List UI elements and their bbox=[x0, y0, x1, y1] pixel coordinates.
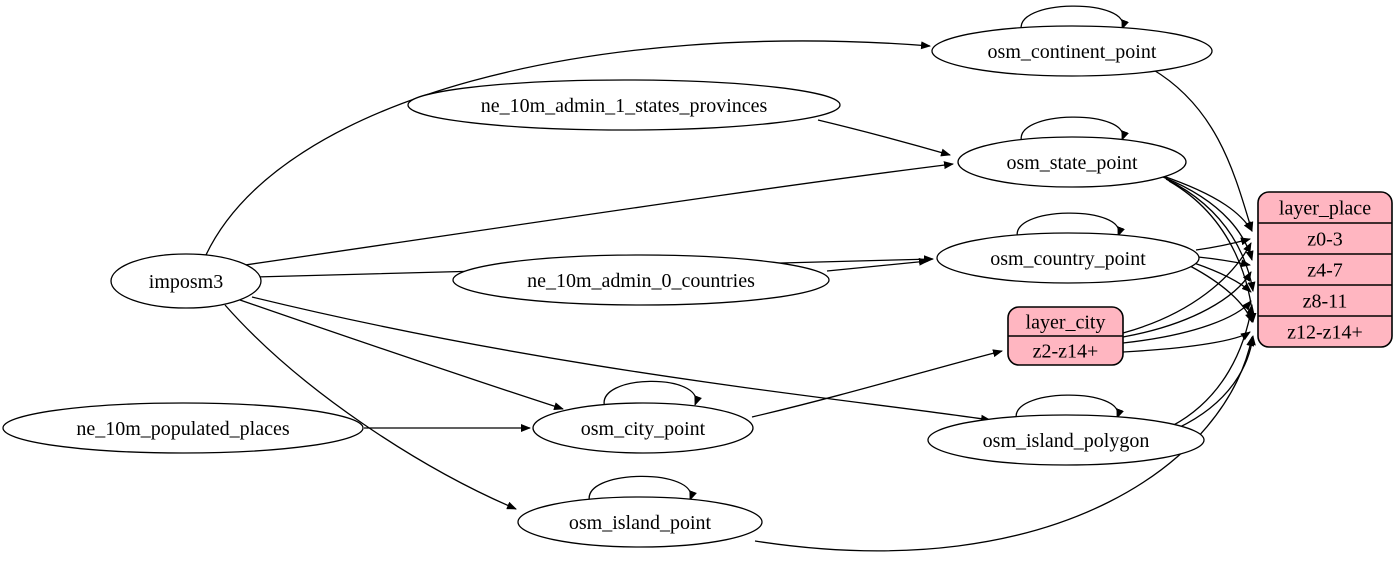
edge-osm_country_point-to-osm_country_point bbox=[1016, 212, 1125, 240]
node-imposm3-shape bbox=[110, 253, 262, 309]
edge-osm_continent_point-to-osm_continent_point bbox=[1020, 5, 1129, 33]
node-osm_island_polygon: osm_island_polygon bbox=[927, 414, 1205, 466]
record-layer_place-shape bbox=[1257, 191, 1393, 348]
record-layer_place: layer_place z0-3 z4-7 z8-11 z12-z14+ bbox=[1257, 191, 1393, 348]
node-osm_island_point-shape bbox=[517, 496, 763, 548]
record-row-z8-11-label: z8-11 bbox=[1303, 290, 1348, 312]
edge-osm_country_point-to-layer_place:z8-11 bbox=[1193, 262, 1252, 293]
node-osm_state_point-label: osm_state_point bbox=[1006, 152, 1138, 174]
node-imposm3: imposm3 bbox=[110, 253, 262, 309]
edge-layer_city-to-layer_place:z12-z14+ bbox=[1122, 331, 1251, 353]
nodes-layer: imposm3 ne_10m_admin_1_states_provincesne… bbox=[2, 25, 1393, 548]
node-osm_island_point: osm_island_point bbox=[517, 496, 763, 548]
edge-osm_island_point-to-osm_island_point bbox=[588, 475, 697, 504]
record-row-layer_place_header-label: layer_place bbox=[1279, 197, 1371, 219]
edge-imposm3-to-osm_island_point bbox=[224, 304, 517, 510]
node-osm_state_point-shape bbox=[957, 136, 1187, 188]
node-ne_10m_admin_1_states_provinces-label: ne_10m_admin_1_states_provinces bbox=[481, 95, 768, 117]
node-osm_island_point-label: osm_island_point bbox=[569, 512, 712, 534]
node-ne_10m_populated_places: ne_10m_populated_places bbox=[2, 402, 364, 454]
node-osm_island_polygon-label: osm_island_polygon bbox=[983, 430, 1150, 452]
node-osm_continent_point-label: osm_continent_point bbox=[988, 41, 1157, 63]
edge-osm_state_point-to-layer_place:z4-7 bbox=[1162, 176, 1254, 261]
edge-osm_island_point-to-layer_place:z12-z14+ bbox=[754, 336, 1255, 552]
node-osm_continent_point-shape bbox=[931, 25, 1213, 77]
edge-imposm3-to-osm_island_polygon bbox=[251, 296, 991, 423]
record-row-z12-z14+-label: z12-z14+ bbox=[1287, 321, 1363, 343]
node-osm_country_point-label: osm_country_point bbox=[990, 248, 1146, 270]
edge-osm_island_polygon-to-osm_island_polygon bbox=[1015, 394, 1124, 422]
node-osm_continent_point: osm_continent_point bbox=[931, 25, 1213, 77]
edge-osm_state_point-to-osm_state_point bbox=[1020, 116, 1129, 144]
node-ne_10m_admin_0_countries-shape bbox=[452, 254, 830, 306]
node-osm_state_point: osm_state_point bbox=[957, 136, 1187, 188]
edge-osm_state_point-to-layer_place:z8-11 bbox=[1165, 178, 1256, 292]
node-ne_10m_populated_places-label: ne_10m_populated_places bbox=[76, 418, 289, 440]
node-ne_10m_admin_1_states_provinces-shape bbox=[407, 79, 841, 131]
record-row-layer_city_header-label: layer_city bbox=[1026, 311, 1106, 333]
edge-osm_continent_point-to-layer_place:z0-3 bbox=[1151, 68, 1254, 232]
node-imposm3-label: imposm3 bbox=[149, 271, 223, 293]
edge-imposm3-to-osm_city_point bbox=[239, 299, 564, 411]
node-ne_10m_admin_0_countries-label: ne_10m_admin_0_countries bbox=[527, 270, 755, 292]
edge-imposm3-to-osm_continent_point bbox=[204, 40, 931, 258]
node-ne_10m_populated_places-shape bbox=[2, 402, 364, 454]
edge-layer_city-to-layer_place:z4-7 bbox=[1122, 271, 1252, 338]
edge-osm_island_polygon-to-layer_place:z8-11 bbox=[1171, 304, 1255, 427]
edge-layer_city-to-layer_place:z0-3 bbox=[1122, 242, 1252, 334]
node-osm_country_point: osm_country_point bbox=[936, 232, 1200, 284]
edge-osm_city_point-to-layer_city:z2-z14+ bbox=[751, 349, 1003, 418]
node-ne_10m_admin_1_states_provinces: ne_10m_admin_1_states_provinces bbox=[407, 79, 841, 131]
node-ne_10m_admin_0_countries: ne_10m_admin_0_countries bbox=[452, 254, 830, 306]
node-osm_city_point-label: osm_city_point bbox=[581, 418, 706, 440]
record-layer_city: layer_city z2-z14+ bbox=[1007, 306, 1124, 366]
node-osm_island_polygon-shape bbox=[927, 414, 1205, 466]
edge-ne_10m_admin_0_countries-to-osm_country_point bbox=[826, 257, 929, 272]
edge-layer_city-to-layer_place:z8-11 bbox=[1122, 300, 1252, 344]
edge-osm_island_polygon-to-layer_place:z12-z14+ bbox=[1177, 335, 1256, 429]
edge-osm_state_point-to-layer_place:z0-3 bbox=[1159, 174, 1253, 232]
edge-osm_state_point-to-layer_place:z12-z14+ bbox=[1168, 180, 1257, 323]
edge-osm_country_point-to-layer_place:z12-z14+ bbox=[1189, 265, 1253, 323]
node-osm_city_point-shape bbox=[532, 402, 754, 454]
record-row-z4-7-label: z4-7 bbox=[1307, 259, 1343, 281]
edge-imposm3-to-osm_state_point bbox=[244, 161, 954, 266]
edge-ne_10m_admin_1_states_provinces-to-osm_state_point bbox=[817, 119, 951, 157]
edges-layer bbox=[204, 5, 1257, 552]
edge-osm_country_point-to-layer_place:z0-3 bbox=[1195, 237, 1251, 251]
node-osm_city_point: osm_city_point bbox=[532, 402, 754, 454]
record-row-z2-z14+-label: z2-z14+ bbox=[1033, 340, 1099, 362]
edge-osm_city_point-to-osm_city_point bbox=[603, 380, 702, 409]
record-row-z0-3-label: z0-3 bbox=[1307, 228, 1343, 250]
node-osm_country_point-shape bbox=[936, 232, 1200, 284]
